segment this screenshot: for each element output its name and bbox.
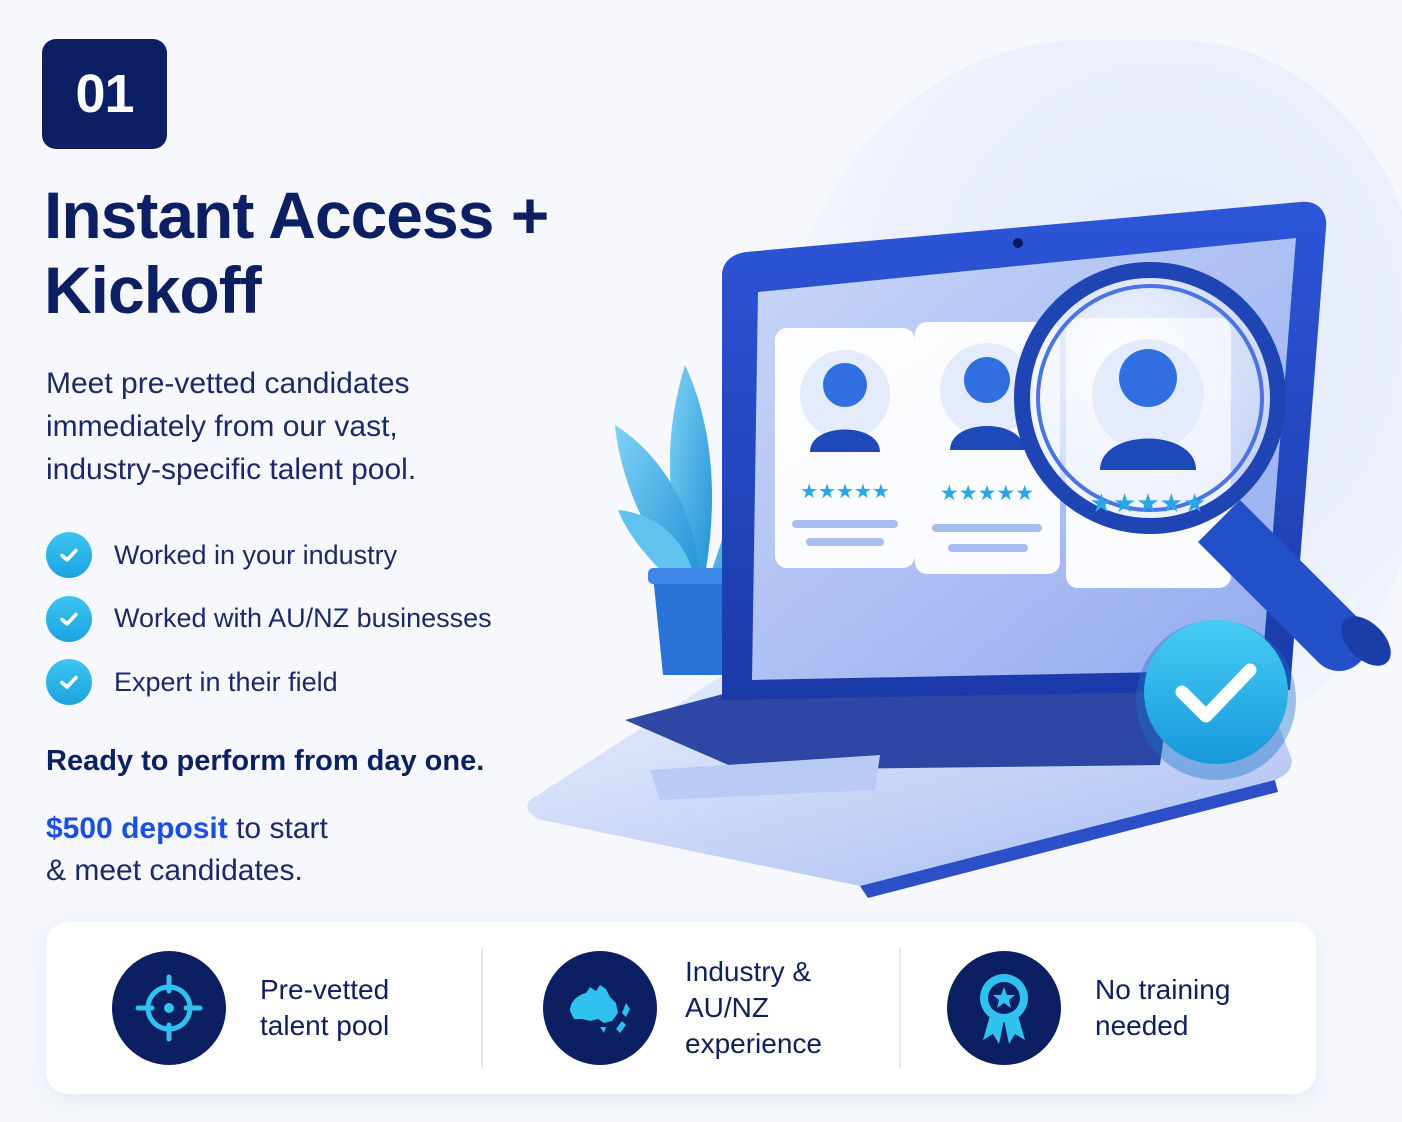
deposit-note: $500 deposit to start & meet candidates. [46,808,466,892]
checklist-item: Worked in your industry [46,532,566,578]
award-ribbon-icon [947,951,1061,1065]
candidate-card: ★★★★★ [775,328,915,568]
approval-check-icon [1136,620,1296,780]
feature-label: No training needed [1095,972,1315,1044]
feature-item: Industry & AU/NZ experience [543,922,905,1094]
checklist-item: Worked with AU/NZ businesses [46,595,566,642]
magnifier-icon: ★★★★★ [1014,262,1391,671]
feature-divider [481,948,483,1068]
features-panel: Pre-vetted talent pool Industry & AU/NZ … [46,922,1316,1094]
page-title: Instant Access + Kickoff [44,178,684,328]
description: Meet pre-vetted candidates immediately f… [46,362,546,491]
feature-label-line: Pre-vetted [260,974,390,1005]
feature-label-line: No training [1095,974,1231,1005]
australia-map-icon [543,951,657,1065]
deposit-text-1: to start [227,812,328,845]
feature-label: Industry & AU/NZ experience [685,954,905,1062]
feature-label-line: experience [685,1028,822,1059]
benefits-checklist: Worked in your industry Worked with AU/N… [46,532,566,723]
laptop-illustration: ★★★★★ ★★★★★ ★★★★★ [527,201,1391,898]
checklist-item: Expert in their field [46,659,566,705]
feature-label-line: Industry & [685,956,812,987]
title-line-2: Kickoff [44,253,262,327]
check-circle-icon [46,595,92,642]
step-number-badge: 01 [42,39,167,149]
feature-label: Pre-vetted talent pool [260,972,480,1044]
feature-item: No training needed [947,922,1315,1094]
ready-statement: Ready to perform from day one. [46,745,485,777]
feature-label-line: talent pool [260,1010,390,1041]
title-line-1: Instant Access + [44,178,549,252]
deposit-text-2: & meet candidates. [46,854,303,887]
description-line-1: Meet pre-vetted candidates [46,367,410,400]
check-circle-icon [46,532,92,578]
feature-label-line: AU/NZ [685,992,769,1023]
deposit-amount: $500 deposit [46,812,228,845]
description-line-3: industry-specific talent pool. [46,453,417,486]
checklist-item-text: Worked in your industry [114,539,398,570]
description-line-2: immediately from our vast, [46,410,398,443]
step-number: 01 [75,64,134,124]
svg-text:★★★★★: ★★★★★ [940,481,1034,505]
feature-divider [899,948,901,1068]
feature-item: Pre-vetted talent pool [112,922,480,1094]
checklist-item-text: Expert in their field [114,666,338,697]
feature-label-line: needed [1095,1010,1189,1041]
checklist-item-text: Worked with AU/NZ businesses [114,603,492,633]
svg-text:★★★★★: ★★★★★ [800,479,890,503]
target-icon [112,951,226,1065]
svg-text:★★★★★: ★★★★★ [1090,489,1207,519]
check-circle-icon [46,659,92,705]
